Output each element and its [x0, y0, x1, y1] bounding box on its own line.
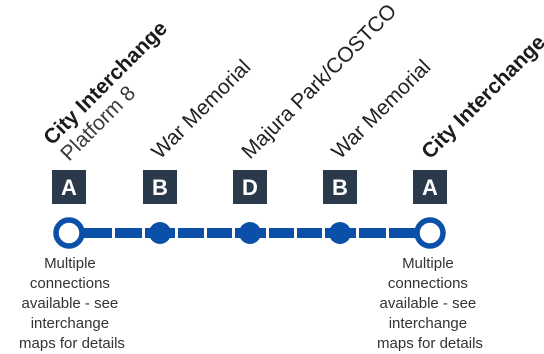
route-line-gap — [294, 226, 297, 240]
zone-badge — [233, 170, 267, 204]
route-line-gap — [112, 226, 115, 240]
major-stop-marker — [53, 217, 85, 249]
stop-marker — [149, 222, 171, 244]
route-line-gap — [204, 226, 207, 240]
zone-letter: A — [61, 175, 77, 200]
zone-badge — [323, 170, 357, 204]
route-line-gap — [142, 226, 145, 240]
interchange-note: Multiple connections available - see int… — [377, 255, 483, 352]
zone-badge — [52, 170, 86, 204]
zone-letter: B — [332, 175, 348, 200]
route-line-gap — [266, 226, 269, 240]
zone-letter: D — [242, 175, 258, 200]
stop-name: City Interchange — [417, 31, 544, 164]
stop-marker — [239, 222, 261, 244]
route-line-gap — [356, 226, 359, 240]
zone-letter: B — [152, 175, 168, 200]
stop-name: Majura Park/COSTCO — [237, 0, 401, 164]
route-line-gap — [175, 226, 178, 240]
route-line-gap — [232, 226, 235, 240]
stop-marker — [329, 222, 351, 244]
major-stop-marker — [414, 217, 446, 249]
interchange-note: Multiple connections available - see int… — [19, 255, 125, 352]
route-line-gap — [386, 226, 389, 240]
zone-badge — [413, 170, 447, 204]
zone-letter: A — [422, 175, 438, 200]
zone-badge — [143, 170, 177, 204]
route-line-gap — [322, 226, 325, 240]
